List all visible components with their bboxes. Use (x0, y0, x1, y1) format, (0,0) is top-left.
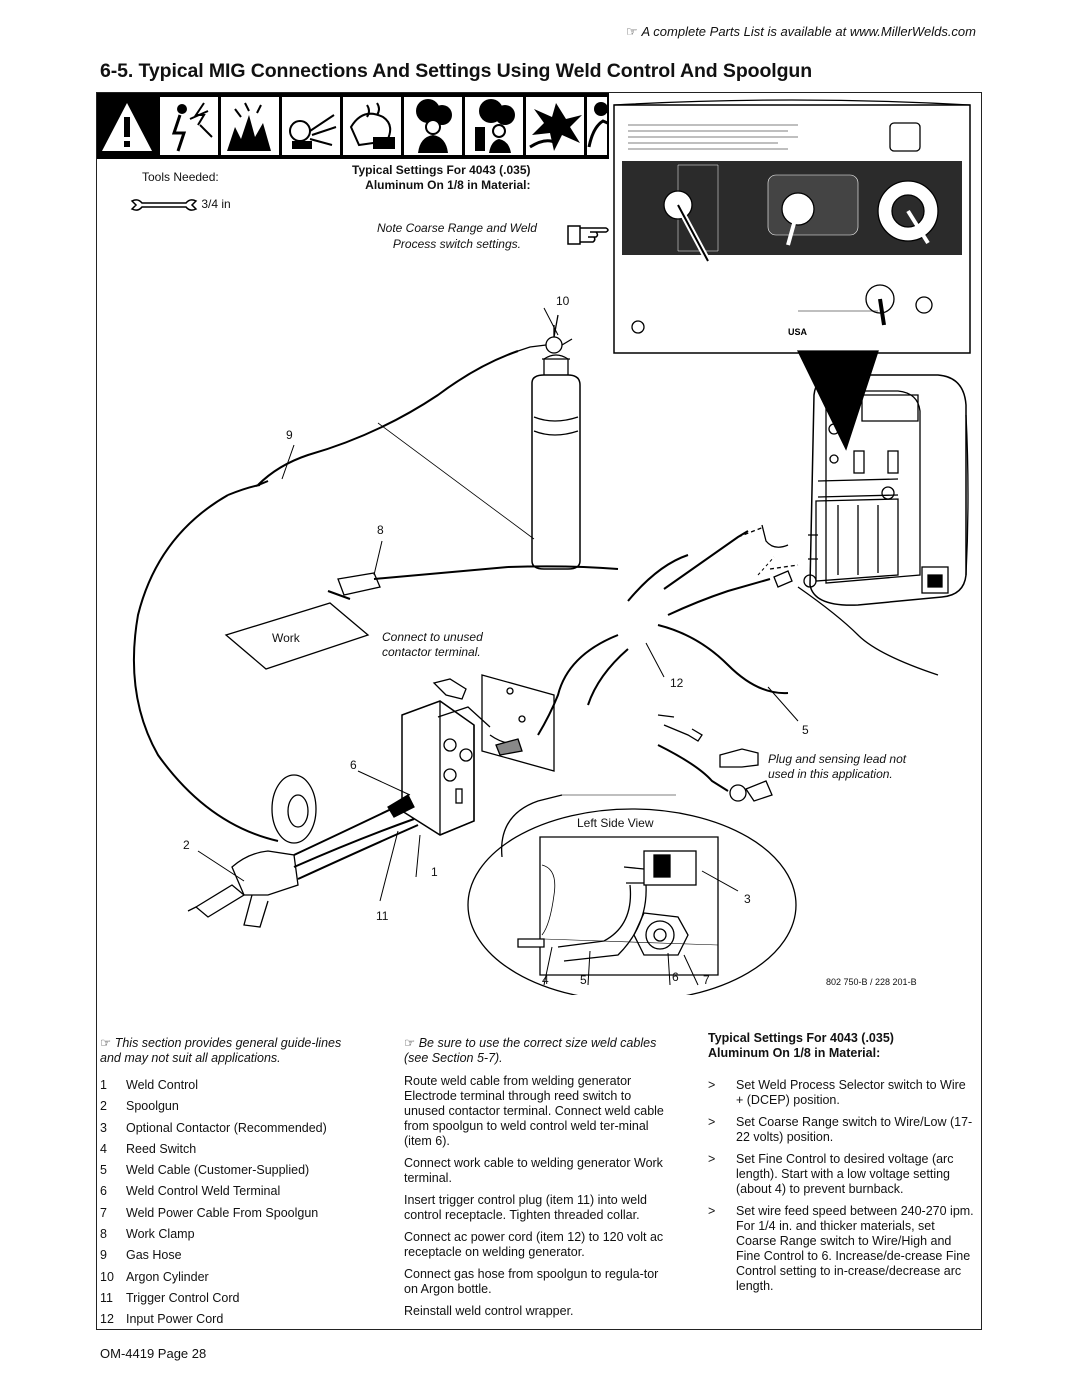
page-title: 6-5. Typical MIG Connections And Setting… (100, 60, 813, 82)
pointing-hand-icon: ☞ (404, 1036, 416, 1050)
callout-4: 4 (542, 973, 549, 987)
electric-shock-icon (160, 97, 218, 155)
safety-warning-bar (97, 93, 609, 159)
page-footer: OM-4419 Page 28 (100, 1346, 207, 1361)
callout-11: 11 (376, 909, 389, 923)
callout-5: 5 (802, 723, 809, 737)
arc-rays-icon (282, 97, 340, 155)
figure-settings-heading: Typical Settings For 4043 (.035) Aluminu… (352, 163, 531, 192)
callout-3: 3 (744, 892, 751, 906)
work-piece (224, 602, 370, 670)
wrench-size: 3/4 in (130, 197, 231, 212)
work-clamp (327, 565, 619, 600)
callout-1: 1 (431, 865, 438, 879)
warning-triangle-icon (99, 97, 155, 155)
left-side-view-label: Left Side View (577, 816, 654, 830)
connection-diagram: USA (132, 99, 971, 995)
instruction-paragraph: Connect ac power cord (item 12) to 120 v… (404, 1230, 664, 1259)
settings-step: >Set wire feed speed between 240-270 ipm… (708, 1204, 974, 1293)
settings-step: >Set Fine Control to desired voltage (ar… (708, 1152, 954, 1196)
left-side-view-inset (467, 794, 797, 995)
instruction-paragraph: Connect work cable to welding generator … (404, 1156, 663, 1185)
pointing-hand-icon (567, 225, 609, 245)
settings-heading: Typical Settings For 4043 (.035) Aluminu… (708, 1031, 894, 1060)
cable-size-note: ☞ Be sure to use the correct size weld c… (404, 1036, 657, 1065)
callout-10: 10 (556, 294, 570, 308)
moving-parts-icon (526, 97, 584, 155)
callout-2: 2 (183, 838, 190, 852)
general-guidelines-note: ☞ This section provides general guide-li… (100, 1036, 342, 1065)
settings-steps: >Set Weld Process Selector switch to Wir… (708, 1078, 976, 1301)
instruction-paragraph: Reinstall weld control wrapper. (404, 1304, 574, 1318)
control-panel-inset: USA (613, 99, 971, 354)
drawing-code: 802 750-B / 228 201-B (826, 977, 917, 987)
argon-cylinder (517, 314, 581, 570)
weld-control-box (401, 674, 555, 836)
plug-sensing-note: Plug and sensing lead not used in this a… (768, 752, 907, 781)
noise-icon (587, 97, 607, 155)
figure-frame (96, 92, 982, 1330)
settings-step: >Set Weld Process Selector switch to Wir… (708, 1078, 966, 1107)
wrench-icon (130, 198, 198, 211)
parts-list-note: ☞A complete Parts List is available at w… (625, 24, 976, 39)
pointing-hand-icon: ☞ (100, 1036, 112, 1050)
work-label: Work (272, 631, 300, 645)
callout-6: 6 (350, 758, 357, 772)
welding-generator (808, 374, 969, 606)
settings-step: >Set Coarse Range switch to Wire/Low (17… (708, 1115, 973, 1144)
cylinder-explosion-icon (465, 97, 523, 155)
instruction-paragraph: Route weld cable from welding generator … (404, 1074, 664, 1148)
spoolgun (187, 774, 419, 928)
callout-6b: 6 (672, 970, 679, 984)
pointing-hand-icon: ☞ (625, 24, 638, 39)
instruction-paragraph: Connect gas hose from spoolgun to regula… (404, 1267, 659, 1296)
leader-10 (543, 307, 559, 336)
tools-needed-label: Tools Needed: (142, 170, 219, 184)
callout-12: 12 (670, 676, 684, 690)
coarse-range-note: Note Coarse Range and Weld Process switc… (377, 221, 537, 251)
connect-unused-note: Connect to unused contactor terminal. (382, 630, 483, 659)
instruction-paragraph: Insert trigger control plug (item 11) in… (404, 1193, 647, 1222)
callout-8: 8 (377, 523, 384, 537)
callout-9: 9 (286, 428, 293, 442)
callout-5b: 5 (580, 973, 587, 987)
fire-explosion-icon (221, 97, 279, 155)
callout-7: 7 (703, 973, 710, 987)
hot-parts-icon (343, 97, 401, 155)
fumes-gases-icon (404, 97, 462, 155)
connection-instructions: Route weld cable from welding generator … (404, 1074, 672, 1326)
svg-text:USA: USA (788, 327, 808, 337)
